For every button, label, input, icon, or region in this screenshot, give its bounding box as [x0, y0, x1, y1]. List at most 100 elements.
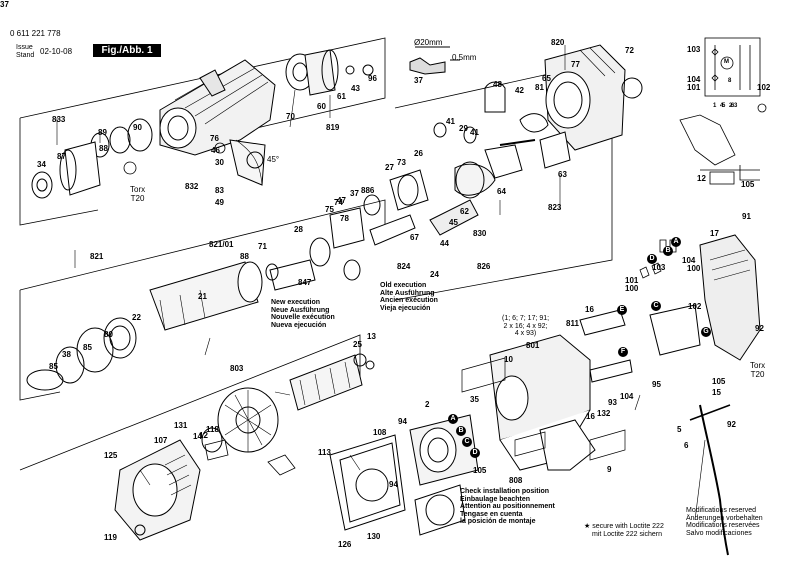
part-label-p61: 61 — [337, 92, 346, 101]
part-label-p90: 90 — [133, 123, 142, 132]
part-label-p44: 44 — [440, 239, 449, 248]
badge-d: D — [470, 448, 480, 458]
badge-f: F — [618, 347, 628, 357]
part-label-p830: 830 — [473, 229, 487, 238]
badge-g: G — [701, 327, 711, 337]
part-label-p74: 74 — [334, 198, 343, 207]
star-icon: ★ — [584, 523, 593, 530]
part-label-p126: 126 — [338, 540, 352, 549]
part-label-p102b: 102 — [757, 83, 771, 92]
part-label-p100a: 100 — [625, 284, 639, 293]
part-label-p803: 803 — [230, 364, 244, 373]
part-label-p118: 118 — [206, 425, 219, 434]
part-label-p22: 22 — [132, 313, 141, 322]
part-label-p71: 71 — [258, 242, 267, 251]
part-label-p811: 811 — [566, 319, 579, 328]
part-label-p104a: 104 — [620, 392, 634, 401]
issue-date: 02-10-08 — [40, 47, 73, 56]
part-label-p821: 821 — [90, 252, 104, 261]
part-label-p29: 29 — [459, 124, 468, 133]
part-label-p70: 70 — [286, 112, 295, 121]
figure-label: Fig./Abb. 1 — [93, 44, 161, 57]
part-label-p15: 15 — [712, 388, 721, 397]
dimension-ref: 37 — [414, 76, 423, 85]
multi-ref-note: (1; 6; 7; 17; 91;2 x 16; 4 x 92;4 x 93) — [502, 315, 550, 338]
part-label-pwM: M — [724, 59, 729, 65]
badge-e: E — [617, 305, 627, 315]
angle-label: 45° — [267, 155, 280, 164]
part-label-p113: 113 — [318, 448, 331, 457]
field-housing-820-drawing — [484, 44, 643, 169]
badge-b-switch: B — [663, 246, 673, 256]
part-label-p108: 108 — [373, 428, 387, 437]
part-label-p81: 81 — [535, 83, 544, 92]
part-label-p27: 27 — [385, 163, 394, 172]
part-label-p24: 24 — [430, 270, 439, 279]
part-label-p85b: 85 — [49, 362, 58, 371]
part-label-p12b: 12 — [697, 174, 706, 183]
part-label-p102a: 102 — [688, 302, 702, 311]
gear-shaft-drawing — [329, 122, 536, 249]
part-label-p131: 131 — [174, 421, 188, 430]
part-label-p60: 60 — [317, 102, 326, 111]
part-label-p886: 886 — [361, 186, 375, 195]
part-label-p95: 95 — [652, 380, 661, 389]
part-label-p21: 21 — [198, 292, 207, 301]
part-label-p63: 63 — [558, 170, 567, 179]
part-label-p25: 25 — [353, 340, 362, 349]
badge-c: C — [462, 437, 472, 447]
part-label-p92b: 92 — [727, 420, 736, 429]
part-label-p103a: 103 — [652, 263, 666, 272]
end-housing-drawing — [114, 439, 201, 541]
part-label-p119: 119 — [104, 533, 117, 542]
part-label-p47: 47 — [337, 196, 346, 205]
flange-108-drawing — [329, 434, 406, 531]
part-label-p824: 824 — [397, 262, 411, 271]
part-number: 0 611 221 778 — [10, 29, 61, 38]
part-label-p2: 2 — [425, 400, 430, 409]
part-label-p847: 847 — [298, 278, 312, 287]
part-label-p73: 73 — [397, 158, 406, 167]
badge-d-switch: D — [647, 254, 657, 264]
part-label-p49: 49 — [215, 198, 224, 207]
part-label-p65: 65 — [542, 74, 551, 83]
part-label-p12: 12 — [199, 431, 208, 440]
part-label-p45: 45 — [449, 218, 458, 227]
gear-housing-drawing — [31, 59, 276, 199]
part-label-p41a: 41 — [446, 117, 455, 126]
assembly-819-drawing — [285, 49, 374, 96]
part-label-p85a: 85 — [83, 343, 92, 352]
part-label-p17: 17 — [710, 229, 719, 238]
part-label-p107: 107 — [154, 436, 168, 445]
part-label-p5: 5 — [677, 425, 682, 434]
dimension-diameter: Ø20mm — [414, 38, 443, 47]
part-label-p83: 83 — [215, 186, 224, 195]
part-label-p42: 42 — [515, 86, 524, 95]
handle-drawing — [579, 234, 761, 556]
part-label-p64: 64 — [497, 187, 506, 196]
part-label-p34: 34 — [37, 160, 46, 169]
part-label-p820: 820 — [551, 38, 565, 47]
panel-outlines — [19, 37, 613, 471]
part-label-p35: 35 — [470, 395, 479, 404]
part-label-p826: 826 — [477, 262, 491, 271]
part-label-p41b: 41 — [470, 128, 479, 137]
armature-drawing — [201, 353, 375, 453]
part-label-p130: 130 — [367, 532, 381, 541]
part-label-p94b: 94 — [389, 480, 398, 489]
part-label-p104c: 104 — [687, 75, 701, 84]
motor-housing-801-drawing — [461, 334, 626, 471]
part-label-pw8: 8 — [728, 78, 732, 84]
dimension-thickness: 0.5mm — [452, 53, 477, 62]
part-label-pw3: 3 — [734, 103, 738, 109]
spindle-drawing — [26, 237, 361, 391]
part-label-p89: 89 — [98, 128, 107, 137]
part-label-p87: 87 — [57, 152, 66, 161]
part-label-p75: 75 — [325, 205, 334, 214]
part-label-pw5: 5 — [722, 103, 726, 109]
part-label-p819: 819 — [326, 123, 340, 132]
part-label-p833: 833 — [52, 115, 66, 124]
